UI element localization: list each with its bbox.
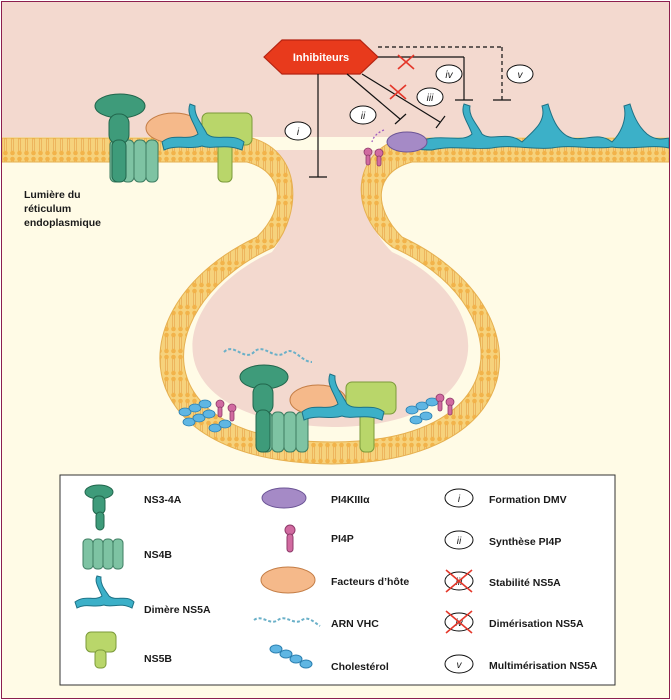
svg-text:Dimère NS5A: Dimère NS5A: [144, 604, 211, 616]
svg-text:Cholestérol: Cholestérol: [331, 661, 389, 673]
cholesterol-cluster-right: [405, 397, 439, 425]
svg-text:i: i: [458, 494, 461, 505]
lumen-label-line3: endoplasmique: [24, 217, 101, 229]
legend-item-stabilite-ns5a: iii Stabilité NS5A: [444, 569, 561, 593]
ns5a-dimer: [161, 103, 245, 151]
cross-mark-icon: [445, 569, 473, 593]
svg-text:NS4B: NS4B: [144, 549, 172, 561]
svg-text:PI4KIIIα: PI4KIIIα: [331, 494, 370, 506]
ns5a-dimer-vesicle: [301, 373, 385, 421]
svg-text:v: v: [457, 660, 463, 671]
svg-text:v: v: [518, 70, 524, 81]
svg-text:Dimérisation NS5A: Dimérisation NS5A: [489, 618, 584, 630]
pathway-marker-ii: ii: [349, 105, 377, 125]
ns5b-icon: [85, 631, 117, 669]
legend-item-synthese-pi4p: ii Synthèse PI4P: [444, 530, 561, 550]
inhibitor-label: Inhibiteurs: [293, 52, 349, 64]
svg-text:iii: iii: [427, 93, 434, 104]
ns5a-dimer-icon: [74, 575, 135, 609]
ns3-4a-protein-vesicle: [239, 364, 289, 453]
legend-box: NS3-4A NS4B Dimère NS5A NS5B PI4KIII: [59, 474, 616, 686]
pi4p-cluster-left: [215, 399, 237, 422]
legend-item-ns5b: NS5B: [85, 631, 172, 669]
ns3-4a-protein: [94, 93, 146, 183]
inhibitor-node: Inhibiteurs: [263, 39, 379, 75]
pi4p-cluster-right: [435, 393, 455, 416]
legend-item-ns4b: NS4B: [82, 538, 172, 570]
svg-text:ii: ii: [457, 536, 462, 547]
legend-item-pi4kiiia: PI4KIIIα: [261, 487, 370, 509]
pathway-marker-v: v: [506, 64, 534, 84]
svg-text:NS5B: NS5B: [144, 653, 172, 665]
svg-text:i: i: [297, 127, 300, 138]
svg-text:PI4P: PI4P: [331, 533, 354, 545]
legend-item-hcv-rna: ARN VHC: [253, 617, 379, 630]
lumen-label-line2: réticulum: [24, 203, 71, 215]
cholesterol-cluster-left: [178, 399, 232, 433]
pi4p-synthesis-arrow: [371, 129, 385, 143]
svg-text:Synthèse PI4P: Synthèse PI4P: [489, 536, 561, 548]
svg-text:Facteurs d’hôte: Facteurs d’hôte: [331, 576, 409, 588]
legend-item-pi4p: PI4P: [284, 524, 354, 553]
pathway-marker-iii: iii: [416, 87, 444, 107]
replication-complex-vesicle: [223, 348, 397, 453]
legend-item-multimerisation-ns5a: v Multimérisation NS5A: [444, 654, 598, 674]
replication-complex-top: [94, 93, 253, 183]
ns3-4a-icon: [84, 484, 114, 531]
legend-item-formation-dmv: i Formation DMV: [444, 488, 567, 508]
cross-mark-icon: [445, 610, 473, 634]
cross-marks: [389, 54, 415, 100]
svg-text:NS3-4A: NS3-4A: [144, 494, 182, 506]
er-membrane: [2, 137, 669, 465]
pi4kiiia-icon: [261, 487, 307, 509]
ns4b-icon: [82, 538, 124, 570]
hcv-rna-strand: [223, 348, 313, 363]
host-factor-icon: [260, 566, 316, 594]
legend-item-cholesterol: Cholestérol: [269, 644, 389, 673]
inhibition-arrows: [309, 46, 511, 178]
svg-text:iv: iv: [445, 70, 453, 81]
svg-text:ARN VHC: ARN VHC: [331, 618, 379, 630]
pathway-marker-iv: iv: [435, 64, 463, 84]
svg-text:Multimérisation NS5A: Multimérisation NS5A: [489, 660, 598, 672]
svg-text:Stabilité NS5A: Stabilité NS5A: [489, 577, 561, 589]
legend-item-dimerisation-ns5a: iv Dimérisation NS5A: [444, 610, 584, 634]
pathway-marker-i: i: [284, 121, 312, 141]
lumen-label-line1: Lumière du: [24, 189, 81, 201]
svg-text:iii: iii: [456, 577, 463, 588]
legend-item-ns3-4a: NS3-4A: [84, 484, 182, 531]
pi4p-lipids-top: [363, 147, 384, 167]
legend-item-host-factor: Facteurs d’hôte: [260, 566, 409, 594]
svg-text:iv: iv: [455, 618, 463, 629]
svg-text:ii: ii: [361, 111, 366, 122]
pi4p-icon: [284, 524, 296, 553]
legend-item-ns5a: Dimère NS5A: [74, 575, 211, 616]
svg-text:Formation DMV: Formation DMV: [489, 494, 567, 506]
cholesterol-icon: [269, 644, 313, 669]
hcv-rna-icon: [253, 617, 321, 627]
pi4kiiia-enzyme: [386, 131, 428, 153]
ns5a-multimer-chain: [416, 103, 669, 151]
